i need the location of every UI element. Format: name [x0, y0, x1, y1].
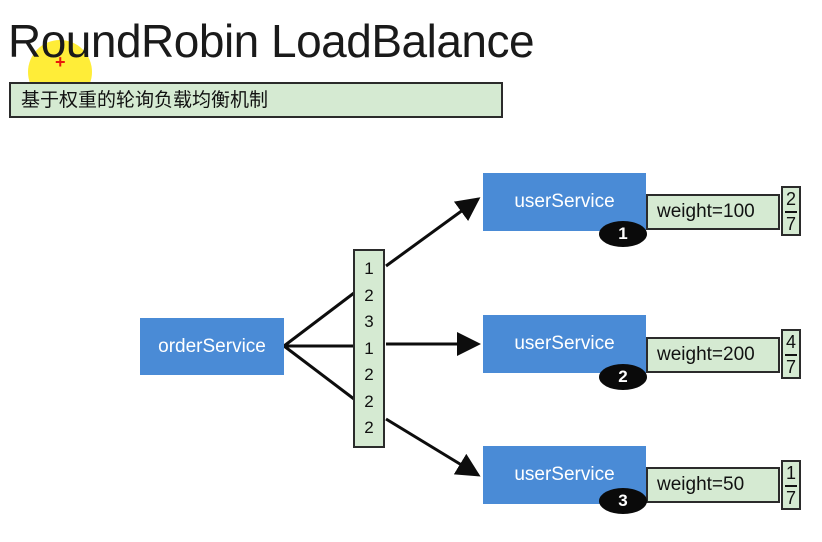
- edge-order-to-queue-bottom: [283, 344, 355, 401]
- service-index-badge-3: 3: [599, 488, 647, 514]
- fraction-bar: [785, 354, 797, 356]
- fraction-numerator: 2: [785, 189, 796, 209]
- fraction-denominator: 7: [785, 488, 796, 508]
- fraction-numerator: 1: [785, 463, 796, 483]
- arrow-to-user-service-1: [385, 197, 481, 268]
- service-index-badge-1: 1: [599, 221, 647, 247]
- queue-item: 1: [364, 338, 374, 358]
- weight-label-1: weight=100: [646, 194, 780, 230]
- service-index-badge-2: 2: [599, 364, 647, 390]
- queue-item: 3: [364, 312, 374, 331]
- weight-fraction-1: 2 7: [781, 186, 801, 236]
- weight-fraction-3: 1 7: [781, 460, 801, 510]
- user-service-node-2: userService: [483, 315, 646, 373]
- queue-item: 2: [364, 418, 374, 437]
- fraction-bar: [785, 211, 797, 213]
- fraction-numerator: 4: [785, 332, 796, 352]
- fraction-denominator: 7: [785, 357, 796, 377]
- page-title: RoundRobin LoadBalance: [8, 15, 535, 67]
- queue-item: 1: [364, 259, 374, 278]
- edge-order-to-queue-top: [283, 291, 355, 348]
- weight-label-3: weight=50: [646, 467, 780, 503]
- subtitle-box: 基于权重的轮询负载均衡机制: [9, 82, 503, 118]
- weight-label-2: weight=200: [646, 337, 780, 373]
- fraction-bar: [785, 485, 797, 487]
- weight-fraction-2: 4 7: [781, 329, 801, 379]
- order-service-node: orderService: [140, 318, 284, 375]
- fraction-denominator: 7: [785, 214, 796, 234]
- user-service-node-1: userService: [483, 173, 646, 231]
- queue-item: 2: [364, 285, 374, 305]
- queue-item: 2: [364, 365, 374, 384]
- arrow-to-user-service-3: [385, 417, 481, 477]
- request-queue: 1 2 3 1 2 2 2: [353, 249, 385, 448]
- queue-item: 2: [364, 391, 374, 411]
- cursor-crosshair-icon: +: [55, 52, 66, 72]
